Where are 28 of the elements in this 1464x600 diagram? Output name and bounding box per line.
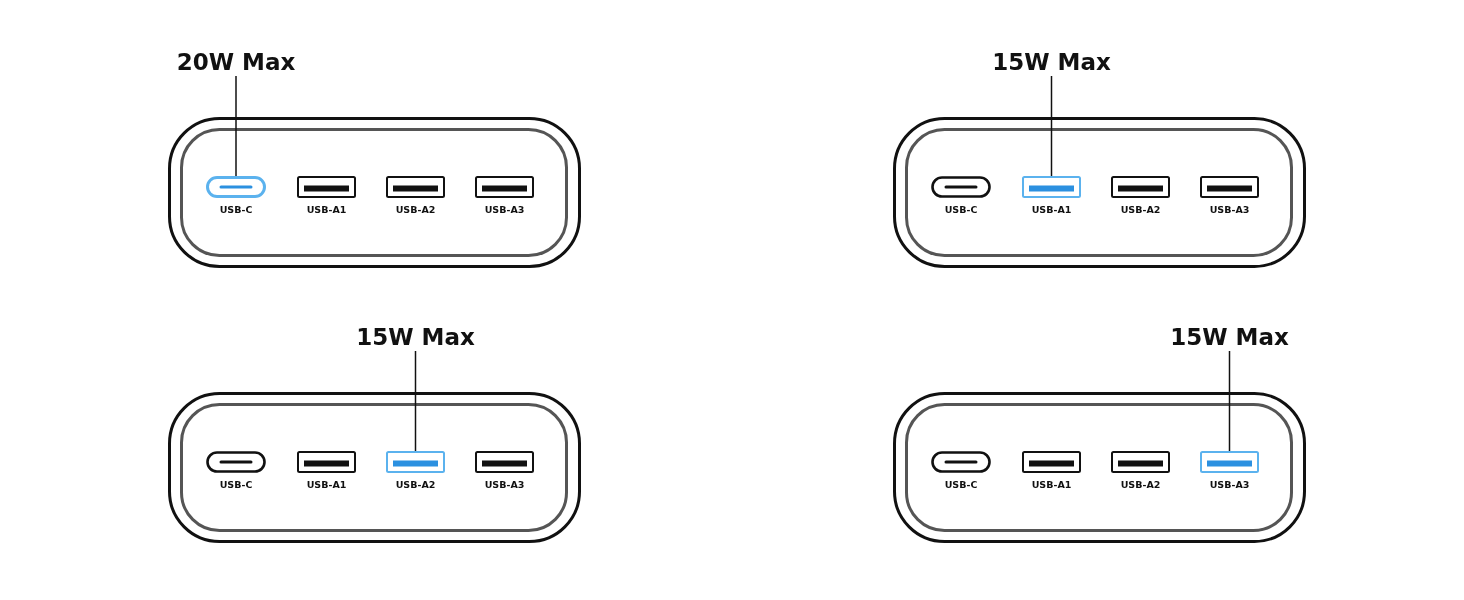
- port-label: USB-A1: [1031, 204, 1072, 216]
- leader-line: [1228, 350, 1231, 452]
- port-label: USB-A3: [1209, 479, 1250, 491]
- port-label: USB-A3: [484, 204, 525, 216]
- port-label: USB-A3: [484, 479, 525, 491]
- port-label: USB-A3: [1209, 204, 1250, 216]
- power-bank: [893, 392, 1306, 543]
- port-label: USB-A2: [395, 479, 436, 491]
- leader-line: [235, 75, 237, 177]
- port-label: USB-C: [219, 479, 253, 491]
- leader-line: [1050, 75, 1053, 177]
- power-rating-label: 15W Max: [356, 323, 475, 351]
- port-label: USB-A1: [306, 204, 347, 216]
- port-label: USB-A1: [1031, 479, 1072, 491]
- power-bank: [168, 392, 581, 543]
- port-label: USB-A2: [1120, 204, 1161, 216]
- leader-line: [414, 350, 417, 452]
- port-label: USB-C: [944, 204, 978, 216]
- power-bank: [168, 117, 581, 268]
- port-label: USB-A1: [306, 479, 347, 491]
- power-rating-label: 20W Max: [176, 48, 296, 76]
- port-label: USB-C: [944, 479, 978, 491]
- port-label: USB-C: [219, 204, 253, 216]
- port-label: USB-A2: [395, 204, 436, 216]
- power-rating-label: 15W Max: [992, 48, 1111, 76]
- port-label: USB-A2: [1120, 479, 1161, 491]
- power-bank: [893, 117, 1306, 268]
- power-rating-label: 15W Max: [1170, 323, 1289, 351]
